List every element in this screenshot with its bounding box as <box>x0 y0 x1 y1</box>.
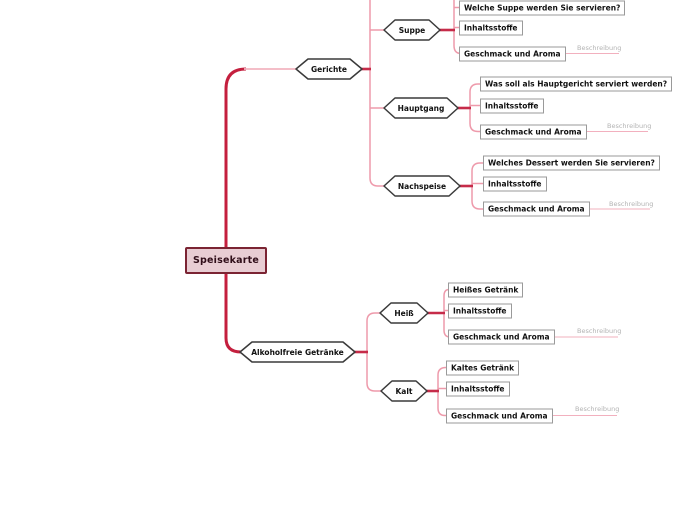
edge-label-suppe-beschreibung[interactable]: Beschreibung <box>577 44 622 52</box>
leaf-hauptgang-geschmack[interactable]: Geschmack und Aroma <box>480 124 587 139</box>
connector-gerichte-junction <box>369 0 385 187</box>
hexagon-group <box>239 19 461 402</box>
root-node-label: Speisekarte <box>192 255 260 266</box>
edge-label-heiss-beschreibung[interactable]: Beschreibung <box>577 327 622 335</box>
hexagon-nachspeise[interactable] <box>383 175 461 197</box>
edge-label-kalt-beschreibung[interactable]: Beschreibung <box>575 405 620 413</box>
hexagon-gerichte[interactable] <box>295 58 363 80</box>
node-hauptgang-label: Hauptgang <box>397 103 445 113</box>
branch-alkoholfreie-label: Alkoholfreie Getränke <box>251 347 344 357</box>
node-nachspeise-label: Nachspeise <box>397 181 447 191</box>
trunk-top <box>224 67 247 250</box>
edge-label-hauptgang-beschreibung[interactable]: Beschreibung <box>607 122 652 130</box>
connector-heiss-leaves <box>443 288 451 338</box>
leaf-nachspeise-inhaltsstoffe[interactable]: Inhaltsstoffe <box>483 176 547 191</box>
leaf-kalt-getraenk[interactable]: Kaltes Getränk <box>446 360 520 375</box>
node-heiss[interactable]: Heiß <box>380 303 428 323</box>
branch-node-alkoholfreie-getraenke[interactable]: Alkoholfreie Getränke <box>240 342 355 362</box>
leaf-kalt-geschmack[interactable]: Geschmack und Aroma <box>446 408 553 423</box>
leaf-heiss-inhaltsstoffe[interactable]: Inhaltsstoffe <box>448 303 512 318</box>
hexagon-heiss[interactable] <box>379 302 429 324</box>
hexagon-hauptgang[interactable] <box>383 97 459 119</box>
branch-gerichte-label: Gerichte <box>311 64 347 74</box>
node-heiss-label: Heiß <box>394 308 414 318</box>
leaf-hauptgang-inhaltsstoffe[interactable]: Inhaltsstoffe <box>480 98 544 113</box>
leaf-nachspeise-geschmack[interactable]: Geschmack und Aroma <box>483 201 590 217</box>
connector-group <box>366 0 485 417</box>
root-node[interactable]: Speisekarte <box>185 247 267 274</box>
edge-label-lines <box>535 52 650 417</box>
leaf-heiss-geschmack[interactable]: Geschmack und Aroma <box>448 329 555 345</box>
hexagon-suppe[interactable] <box>383 19 441 41</box>
node-hauptgang[interactable]: Hauptgang <box>384 98 458 118</box>
connector-alkoholfrei-junction <box>366 312 383 392</box>
leaf-suppe-inhaltsstoffe[interactable]: Inhaltsstoffe <box>459 20 523 35</box>
trunk-group <box>224 67 247 354</box>
node-kalt-label: Kalt <box>395 386 413 396</box>
edge-label-nachspeise-beschreibung[interactable]: Beschreibung <box>609 200 654 208</box>
trunk-bottom <box>224 271 242 354</box>
hexagon-alkoholfreie-getraenke[interactable] <box>239 341 356 363</box>
node-suppe[interactable]: Suppe <box>384 20 440 40</box>
leaf-hauptgang-frage[interactable]: Was soll als Hauptgericht serviert werde… <box>480 76 673 92</box>
node-nachspeise[interactable]: Nachspeise <box>384 176 460 196</box>
branch-node-gerichte[interactable]: Gerichte <box>296 59 362 79</box>
leaf-heiss-getraenk[interactable]: Heißes Getränk <box>448 282 524 297</box>
leaf-kalt-inhaltsstoffe[interactable]: Inhaltsstoffe <box>446 381 510 396</box>
node-kalt[interactable]: Kalt <box>381 381 427 401</box>
node-suppe-label: Suppe <box>398 25 426 35</box>
leaf-nachspeise-frage[interactable]: Welches Dessert werden Sie servieren? <box>483 155 660 171</box>
leaf-suppe-geschmack[interactable]: Geschmack und Aroma <box>459 46 566 61</box>
hexagon-kalt[interactable] <box>380 380 428 402</box>
leaf-suppe-frage[interactable]: Welche Suppe werden Sie servieren? <box>459 0 626 15</box>
